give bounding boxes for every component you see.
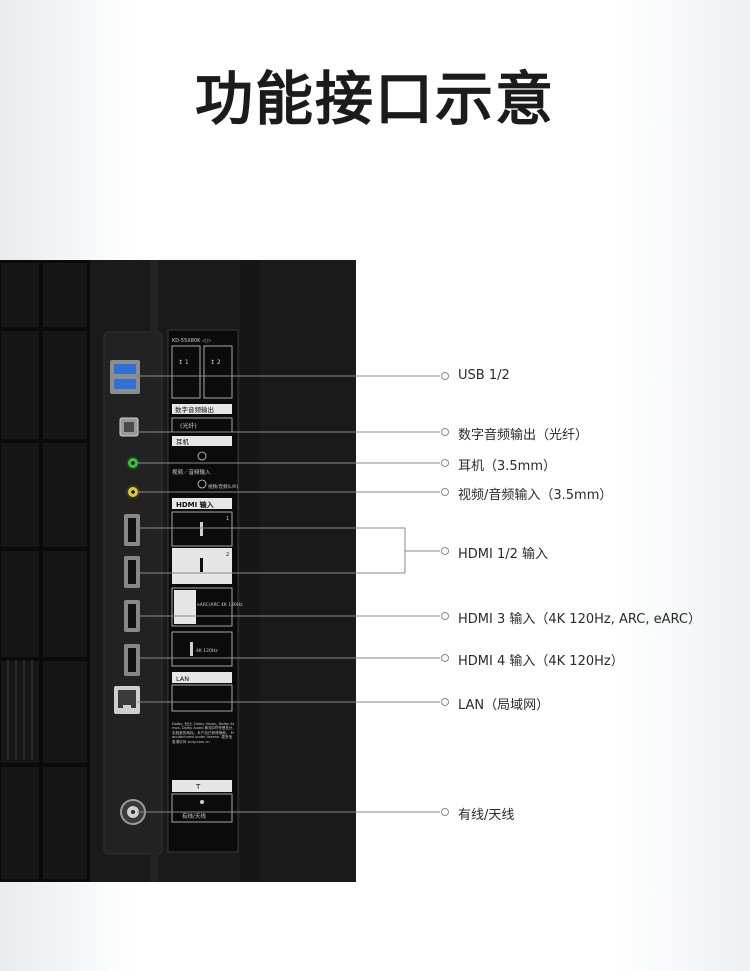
sticker-optical-text: 数字音频输出	[175, 405, 214, 414]
label-headphone: 耳机（3.5mm）	[458, 459, 557, 474]
svg-text:↕ 1: ↕ 1	[178, 359, 189, 366]
label-hdmi4: HDMI 4 输入（4K 120Hz）	[458, 654, 624, 669]
label-hdmi3: HDMI 3 输入（4K 120Hz, ARC, eARC）	[458, 612, 701, 627]
sticker-av-sub: 视频/音频(L/R)	[208, 483, 238, 490]
av-jack	[126, 485, 140, 499]
label-hdmi12: HDMI 1/2 输入	[458, 547, 549, 562]
sticker-antenna-text: 有线/天线	[182, 812, 206, 820]
label-antenna: 有线/天线	[458, 808, 515, 823]
svg-text:1: 1	[226, 516, 229, 522]
svg-text:T: T	[195, 783, 201, 791]
sticker-lan-text: LAN	[176, 675, 189, 683]
sticker-headphone-text: 耳机	[176, 437, 190, 446]
sticker-hdmi-header: HDMI 输入	[176, 500, 214, 509]
sticker-av-text: 视频／音频输入	[172, 468, 211, 476]
lan-port	[114, 686, 140, 714]
vent-slits	[7, 660, 33, 760]
sticker-optical-sub: (光纤)	[180, 422, 197, 430]
label-usb: USB 1/2	[458, 368, 510, 383]
usb-port	[110, 360, 140, 394]
hdmi-port-4	[124, 644, 140, 676]
tv-body-grid	[0, 261, 89, 881]
sticker-legal-text: Dolby, 杜比, Dolby Vision, Dolby Atmos, Do…	[172, 722, 234, 744]
headphone-jack	[126, 456, 140, 470]
label-av-in: 视频/音频输入（3.5mm）	[458, 488, 613, 503]
page-title: 功能接口示意	[194, 65, 555, 133]
label-lan: LAN（局域网）	[458, 698, 550, 713]
sticker-hdmi3-tag: eARC/ARC 4K 120Hz	[197, 602, 243, 608]
tv-rear-panel: KD-55X80K ◁ ▷ ↕ 1 ↕ 2 数字音频输出 (光纤) 耳机 视频／…	[0, 260, 356, 882]
hdmi-port-2	[124, 556, 140, 588]
model-line: KD-55X80K ◁ ▷	[172, 338, 211, 344]
svg-text:2: 2	[226, 552, 229, 558]
hdmi-port-3	[124, 600, 140, 632]
optical-port	[119, 417, 139, 437]
antenna-port	[120, 799, 146, 825]
hdmi-port-1	[124, 514, 140, 546]
label-optical: 数字音频输出（光纤）	[458, 428, 589, 443]
sticker-hdmi4-tag: 4K 120Hz	[196, 648, 218, 654]
svg-text:↕ 2: ↕ 2	[210, 359, 221, 366]
sticker-optical-label	[172, 404, 232, 414]
